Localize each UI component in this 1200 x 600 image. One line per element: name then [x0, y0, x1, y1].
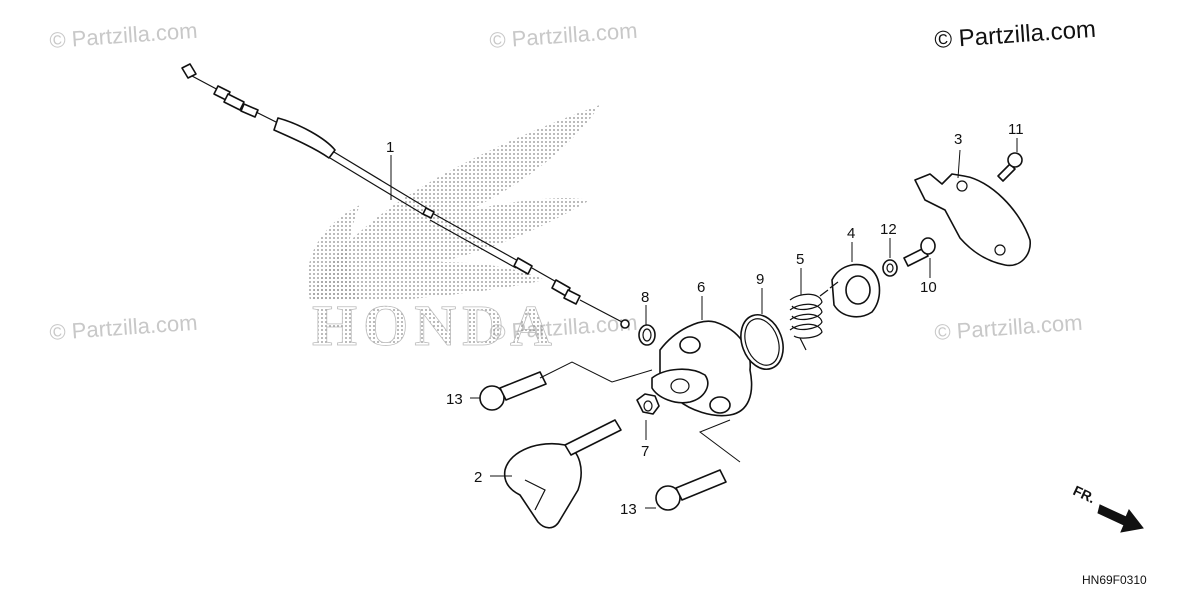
callout-13: 13 [446, 391, 463, 408]
cable-housing [651, 320, 753, 417]
brand-wordmark: HONDA [312, 293, 558, 358]
watermark: © Partzilla.com [934, 310, 1084, 345]
throttle-lever [503, 419, 622, 529]
callout-6: 6 [697, 279, 705, 296]
screw [997, 152, 1023, 182]
throttle-drum [829, 263, 881, 318]
callout-12: 12 [880, 221, 897, 238]
leader-lines [390, 138, 1018, 509]
callout-4: 4 [847, 225, 855, 242]
callout-10: 10 [920, 279, 937, 296]
callout-11: 11 [1008, 121, 1024, 138]
o-ring-small [638, 324, 656, 346]
watermark: © Partzilla.com [489, 18, 639, 53]
watermark: © Partzilla.com [49, 18, 199, 53]
callout-1: 1 [386, 139, 394, 156]
front-direction-arrow: FR. [1071, 482, 1144, 533]
lock-nut [636, 393, 660, 415]
callout-9: 9 [756, 271, 764, 288]
washer [882, 259, 898, 277]
small-bolt [903, 237, 936, 267]
return-spring [789, 289, 829, 351]
callout-13-lower: 13 [620, 501, 637, 518]
callout-5: 5 [796, 251, 804, 268]
callout-7: 7 [641, 443, 649, 460]
diagram-code: HN69F0310 [1082, 573, 1147, 587]
flange-bolt [655, 469, 727, 511]
watermark: © Partzilla.com [49, 310, 199, 345]
callout-8: 8 [641, 289, 649, 306]
throttle-cable [181, 63, 630, 329]
mounting-plate [914, 173, 1031, 267]
front-label: FR. [1071, 482, 1098, 506]
watermark: © Partzilla.com [934, 16, 1097, 54]
honda-wing-logo: HONDA [307, 105, 600, 358]
flange-bolt [479, 371, 547, 411]
callout-2: 2 [474, 469, 482, 486]
callout-3: 3 [954, 131, 962, 148]
